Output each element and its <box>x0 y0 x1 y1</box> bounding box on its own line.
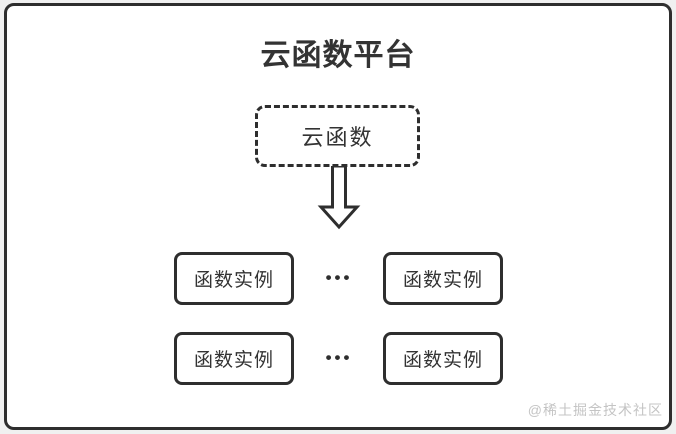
diagram-title: 云函数平台 <box>260 39 416 72</box>
function-instance-node: 函数实例 <box>383 252 503 305</box>
function-instance-node: 函数实例 <box>174 332 294 385</box>
function-instance-node: 函数实例 <box>383 332 503 385</box>
function-instance-label: 函数实例 <box>193 350 274 371</box>
watermark: @稀土掘金技术社区 <box>527 402 663 418</box>
down-arrow-icon <box>317 166 361 230</box>
cloud-function-label: 云函数 <box>301 125 374 150</box>
function-instance-label: 函数实例 <box>402 350 483 371</box>
ellipsis-row-1: ••• <box>325 268 353 287</box>
function-instance-node: 函数实例 <box>174 252 294 305</box>
cloud-function-node: 云函数 <box>255 105 420 167</box>
function-instance-label: 函数实例 <box>193 270 274 291</box>
function-instance-label: 函数实例 <box>402 270 483 291</box>
ellipsis-row-2: ••• <box>325 348 353 367</box>
